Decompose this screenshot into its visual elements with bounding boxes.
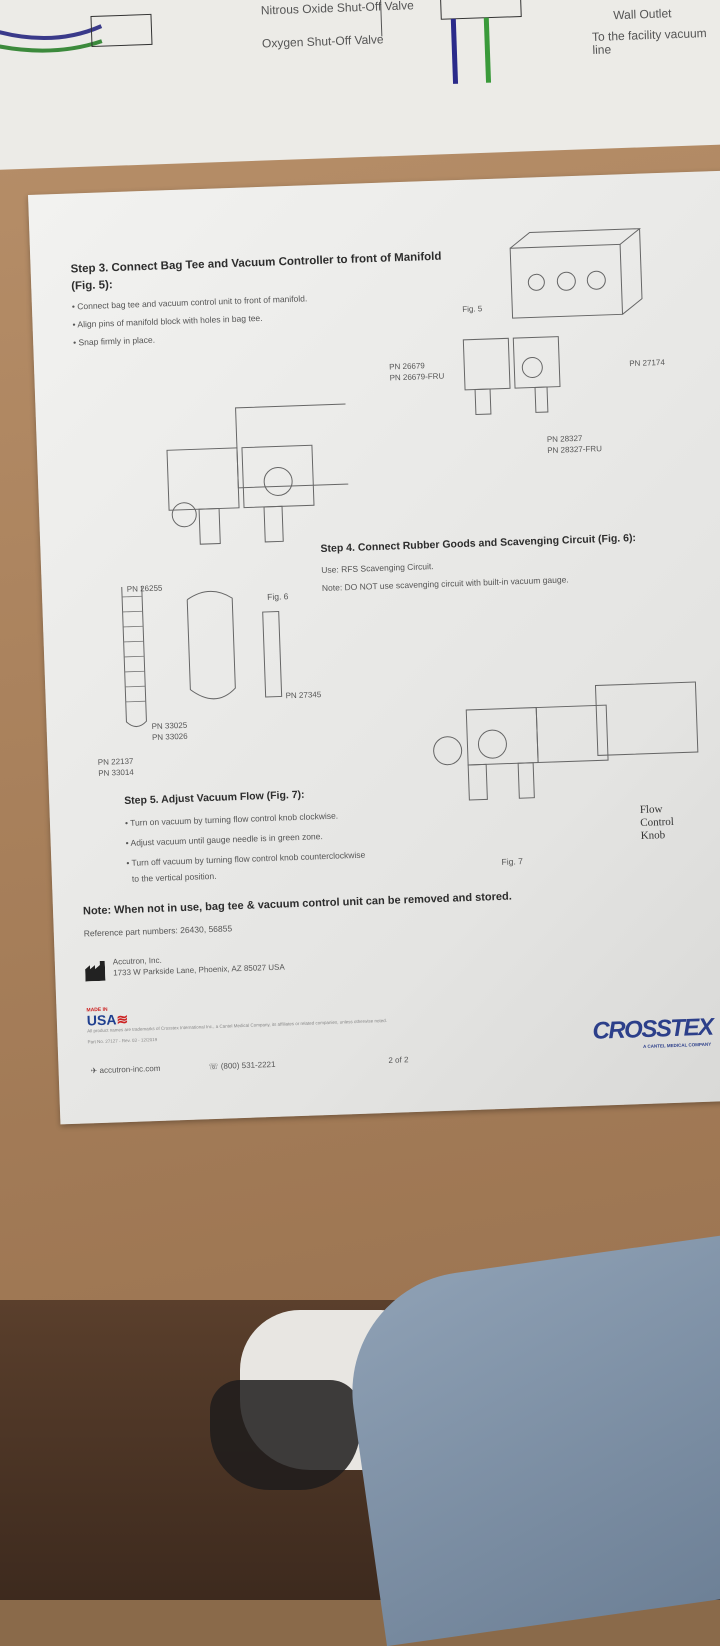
phone-number: ☏ (800) 531-2221 [208,1059,276,1072]
fig7-caption: Fig. 7 [501,856,523,867]
pn-28327: PN 28327 [546,433,583,445]
manufacturer-icon [85,961,106,982]
pn-33014: PN 33014 [98,767,134,778]
step3-title: Step 3. Connect Bag Tee and Vacuum Contr… [70,250,442,276]
pn-28327-fru: PN 28327-FRU [547,444,603,456]
vacuum-line-label: To the facility vacuum line [591,26,707,58]
fig7-drawing [433,681,699,801]
pn-26255: PN 26255 [126,583,163,594]
step3-bullet: • Connect bag tee and vacuum control uni… [71,293,308,312]
pn-27345: PN 27345 [285,690,322,701]
manufacturer-name: Accutron, Inc. [112,955,162,967]
wall-outlet-label: Wall Outlet [613,6,672,23]
part-number: Part No. 27127 - Rev. 03 - 12/2019 [87,1037,158,1045]
crosstex-tagline: A CANTEL MEDICAL COMPANY [643,1041,712,1050]
fig6-caption: Fig. 6 [266,591,289,602]
step3-bullet: • Align pins of manifold block with hole… [72,312,263,330]
reference-part-numbers: Reference part numbers: 26430, 56855 [83,923,233,939]
top-diagram-sheet: Nitrous Oxide Shut-Off Valve Oxygen Shut… [0,0,720,170]
step3-title-cont: (Fig. 5): [71,279,113,293]
shoe [210,1380,360,1490]
pn-33025: PN 33025 [151,720,188,732]
step5-title: Step 5. Adjust Vacuum Flow (Fig. 7): [123,788,305,808]
fig6-drawing [121,402,358,728]
website-link[interactable]: ✈ accutron-inc.com [90,1063,161,1076]
pn-27174: PN 27174 [629,357,665,369]
crosstex-logo: CROSSTEX [592,1013,713,1045]
pn-33026: PN 33026 [151,731,188,742]
storage-note: Note: When not in use, bag tee & vacuum … [82,890,513,918]
step3-bullet: • Snap firmly in place. [73,334,156,348]
pn-26679-fru: PN 26679-FRU [389,371,445,383]
pn-22137: PN 22137 [97,756,134,767]
step4-title: Step 4. Connect Rubber Goods and Scaveng… [320,531,637,556]
step5-bullet-cont: to the vertical position. [131,870,217,884]
instruction-sheet: Step 3. Connect Bag Tee and Vacuum Contr… [28,170,720,1125]
page-number: 2 of 2 [388,1055,409,1065]
step4-note: Note: DO NOT use scavenging circuit with… [321,574,569,593]
step5-bullet: • Adjust vacuum until gauge needle is in… [125,831,323,848]
pn-26679: PN 26679 [389,361,425,372]
trademark-text: All product names are trademarks of Cros… [87,1017,388,1034]
phone-icon: ☏ [208,1061,219,1072]
step5-bullet: • Turn off vacuum by turning flow contro… [126,849,366,868]
fig5-caption: Fig. 5 [462,304,483,314]
plumbing-diagram [0,0,522,84]
fig5-drawing [462,228,643,416]
step5-bullet: • Turn on vacuum by turning flow control… [124,810,339,828]
